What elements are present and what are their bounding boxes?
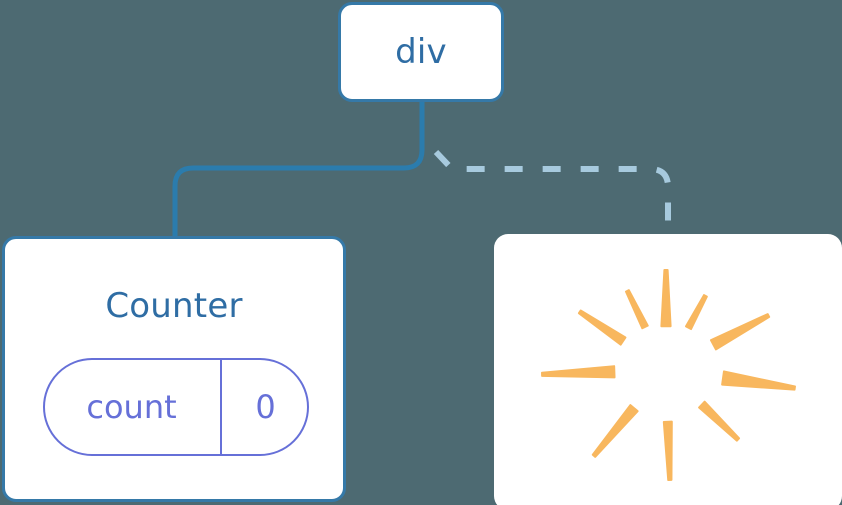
burst-ray-1: [684, 294, 708, 331]
state-pill-outline: [43, 358, 309, 456]
node-div[interactable]: div: [338, 2, 504, 102]
node-div-label: div: [395, 32, 447, 72]
burst-ray-6: [591, 404, 639, 458]
edge-div-to-rerender: [433, 149, 671, 238]
state-pill-divider: [220, 358, 222, 456]
node-counter-label: Counter: [105, 286, 243, 326]
burst-ray-5: [662, 420, 673, 481]
burst-ray-0: [660, 269, 672, 328]
node-counter-title-row: Counter: [5, 289, 343, 323]
burst-ray-9: [624, 289, 649, 330]
burst-ray-2: [709, 313, 771, 351]
state-pill[interactable]: count 0: [43, 358, 309, 456]
burst-ray-7: [541, 365, 616, 379]
state-value: 0: [255, 388, 276, 426]
node-counter[interactable]: Counter count 0: [2, 236, 346, 502]
burst-ray-3: [721, 370, 796, 391]
edge-div-to-counter: [172, 99, 425, 241]
burst-ray-8: [577, 309, 627, 346]
burst-ray-4: [698, 400, 741, 442]
state-key: count: [86, 388, 177, 426]
node-rerender[interactable]: [494, 234, 842, 505]
sparkle-burst-icon: [541, 269, 796, 481]
